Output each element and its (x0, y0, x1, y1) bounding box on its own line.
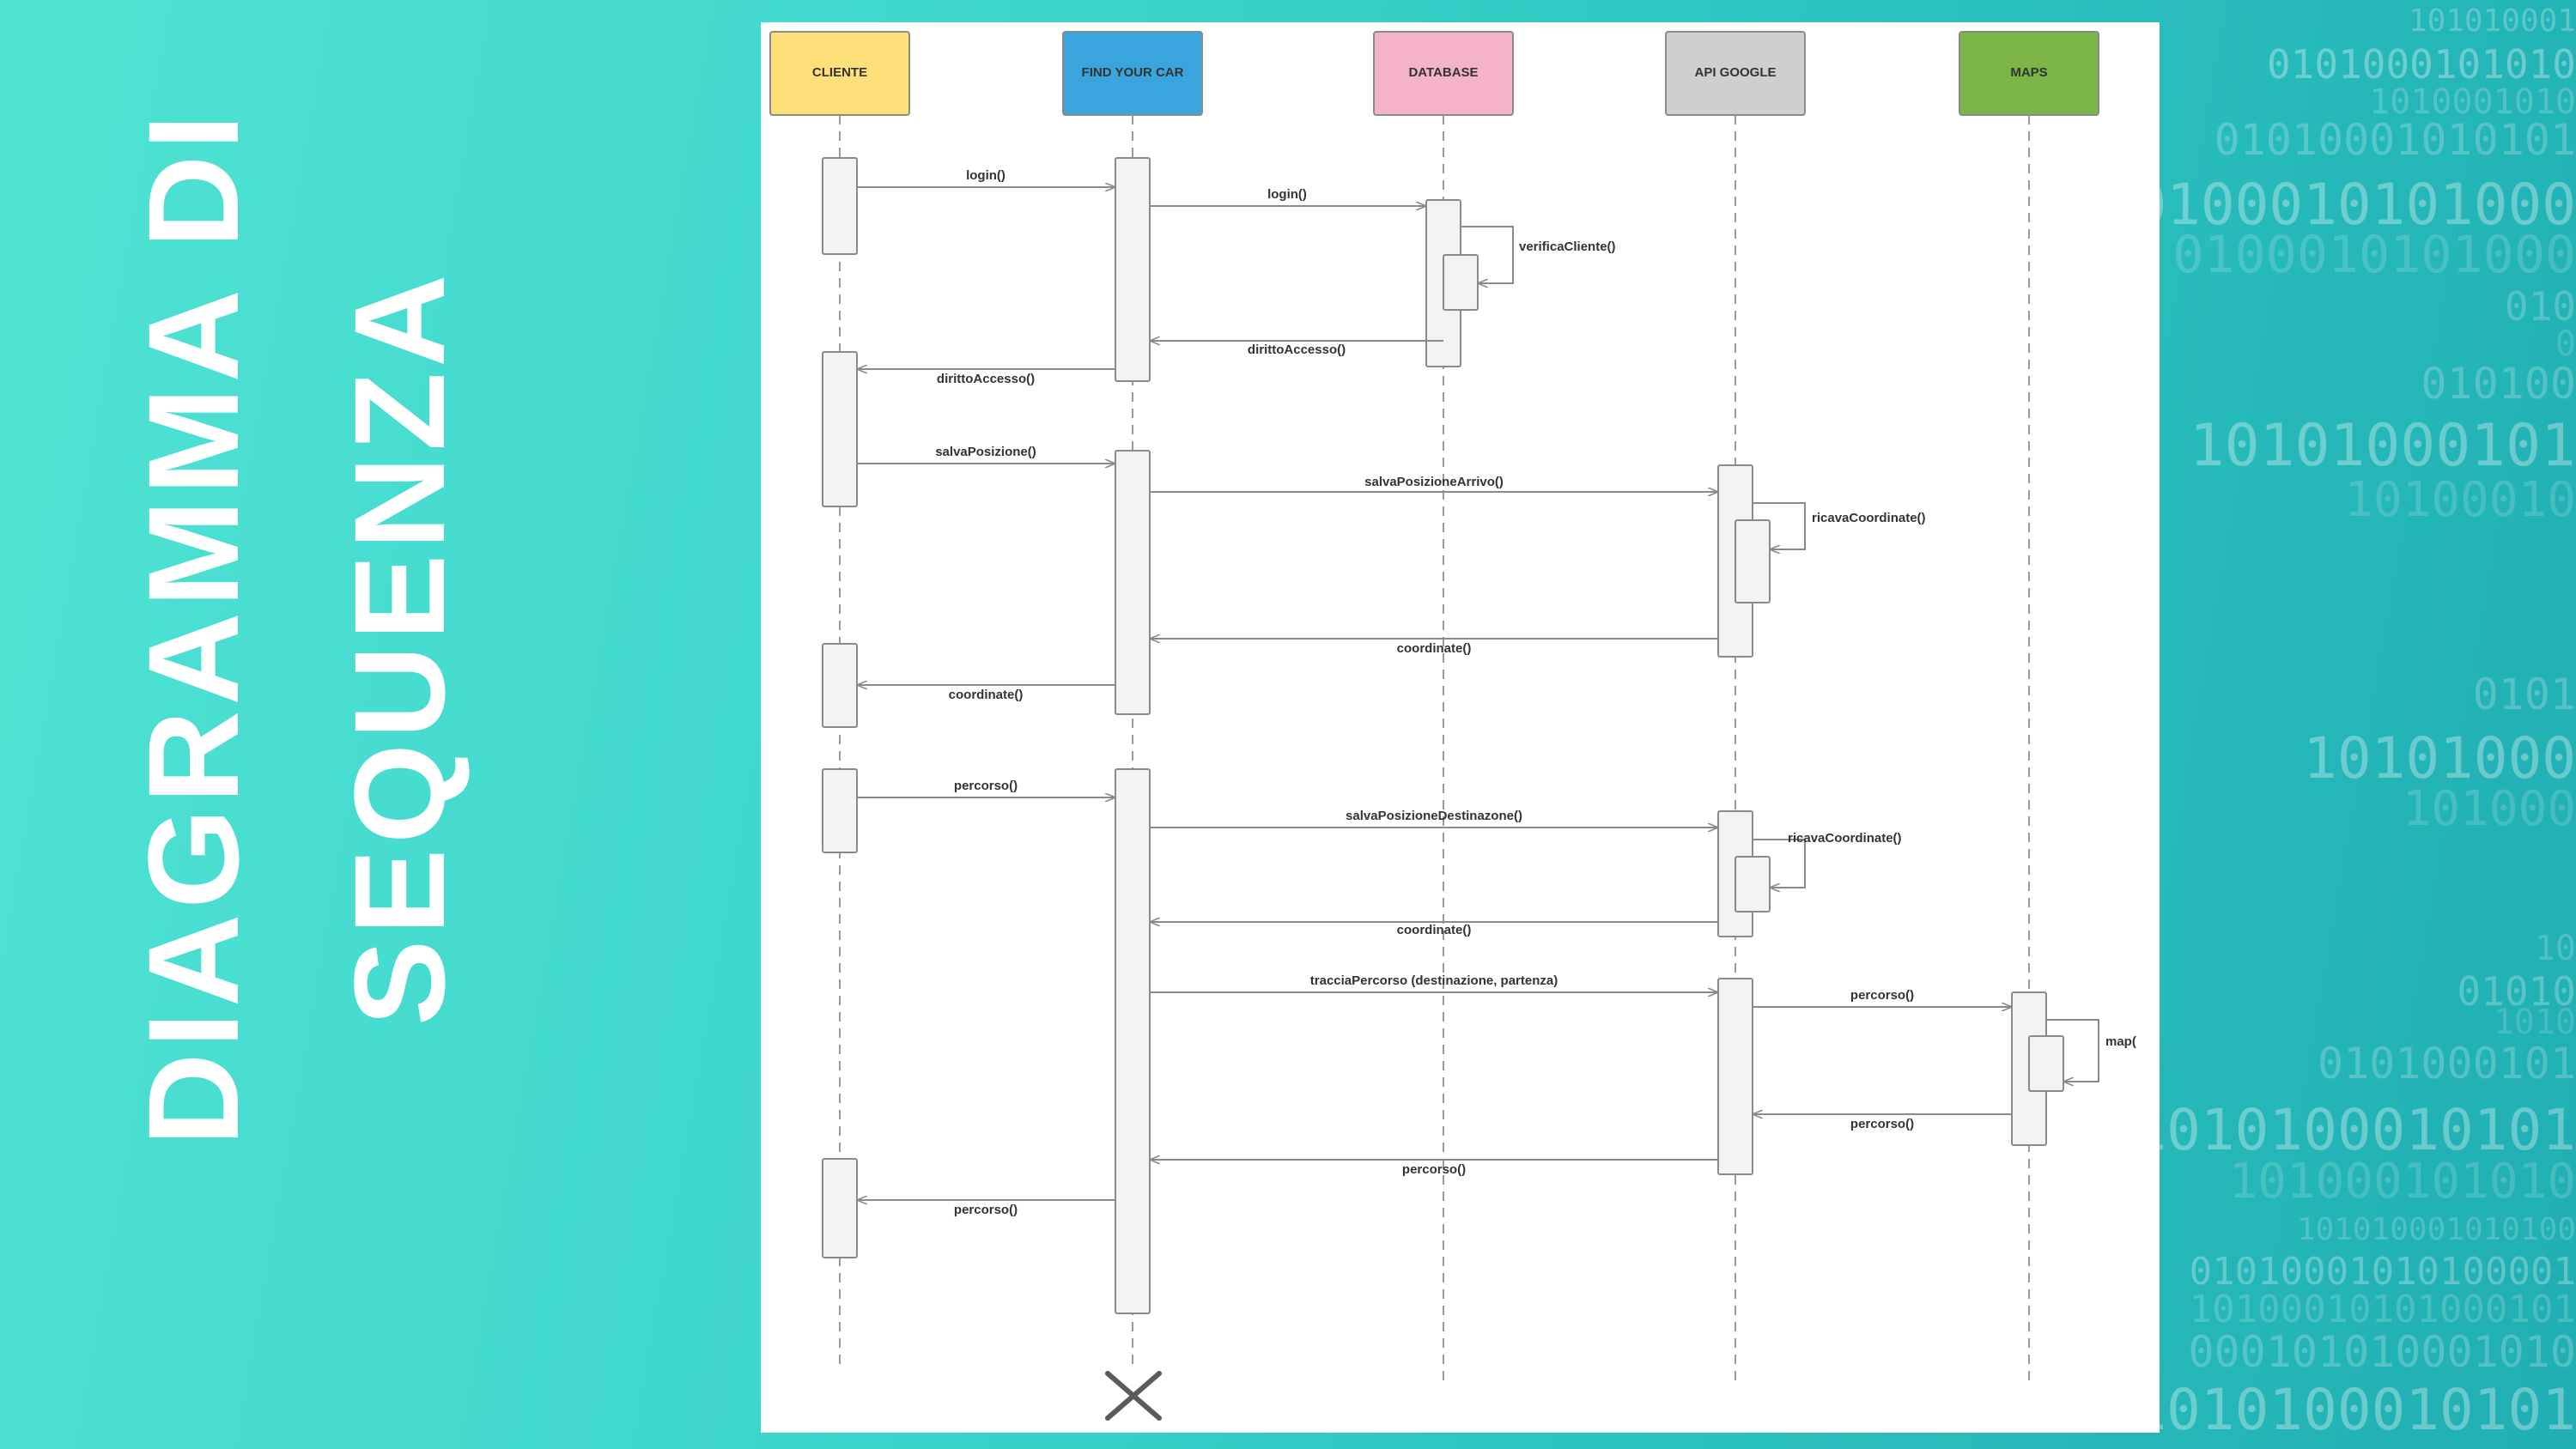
binary-text: 10101000 (2303, 725, 2576, 791)
participant-maps: MAPS (1959, 31, 2099, 116)
message-label: ricavaCoordinate() (1788, 831, 1902, 846)
message-label: coordinate() (1397, 923, 1472, 937)
binary-text: 101010001 (2408, 3, 2576, 39)
message-label: salvaPosizione() (935, 445, 1036, 459)
binary-text: 01010001010100001 (2189, 1250, 2576, 1294)
message-label: map( (2105, 1034, 2136, 1049)
binary-text: 101000101010 (2228, 1154, 2576, 1210)
message-label: login() (966, 168, 1005, 183)
message-label: percorso() (954, 1203, 1018, 1217)
title-line-1: DIAGRAMMA DI (121, 109, 265, 1146)
self-message-arrow (2046, 1019, 2099, 1082)
activation-bar (1115, 157, 1151, 382)
message-label: salvaPosizioneDestinazone() (1346, 809, 1522, 823)
message-label: percorso() (1850, 1117, 1914, 1131)
binary-text: 0 (2555, 324, 2576, 364)
message-label: coordinate() (949, 688, 1024, 702)
participant-label: MAPS (2010, 65, 2047, 80)
message-label: percorso() (1850, 988, 1914, 1003)
activation-bar (1115, 450, 1151, 715)
sequence-diagram-panel: CLIENTE FIND YOUR CAR DATABASE API GOOGL… (761, 22, 2160, 1433)
binary-text: 010100 (2421, 359, 2576, 409)
binary-text: 10 (2534, 929, 2576, 968)
participant-label: FIND YOUR CAR (1082, 65, 1184, 80)
title-line-2: SEQUENZA (327, 269, 471, 1026)
participant-database: DATABASE (1373, 31, 1514, 116)
binary-text: 01010001010101 (2214, 115, 2576, 165)
binary-text: 000101010001010 (2188, 1327, 2576, 1377)
message-label: salvaPosizioneArrivo() (1364, 475, 1504, 489)
binary-text: 0101000101010 (2266, 41, 2576, 88)
binary-text: 10100010 (2344, 472, 2576, 528)
binary-text: 1010 (2493, 1003, 2576, 1042)
message-label: dirittoAccesso() (937, 372, 1035, 386)
activation-bar (822, 768, 858, 853)
binary-text: 0101 (2472, 670, 2576, 719)
binary-text: 01010 (2457, 968, 2576, 1015)
binary-text: 1010001010 (2369, 82, 2576, 122)
binary-text: 10101000101 (2189, 412, 2576, 480)
participant-api-google: API GOOGLE (1665, 31, 1806, 116)
activation-bar (822, 1158, 858, 1258)
message-label: login() (1267, 187, 1307, 202)
nested-activation-bar (2028, 1035, 2064, 1092)
message-label: dirittoAccesso() (1248, 343, 1346, 357)
nested-activation-bar (1735, 856, 1771, 912)
self-message-arrow (1753, 839, 1806, 888)
participant-cliente: CLIENTE (769, 31, 910, 116)
sequence-diagram: CLIENTE FIND YOUR CAR DATABASE API GOOGL… (769, 31, 2136, 1421)
destroy-icon (1105, 1371, 1162, 1421)
participant-label: CLIENTE (812, 65, 867, 80)
message-label: tracciaPercorso (destinazione, partenza) (1310, 973, 1558, 988)
activation-bar (1717, 978, 1753, 1175)
self-message-arrow (1753, 502, 1806, 549)
slide-title: DIAGRAMMA DI SEQUENZA (0, 0, 601, 1449)
message-label: coordinate() (1397, 641, 1472, 656)
binary-text: 0101000101 (2317, 1039, 2576, 1088)
message-label: verificaCliente() (1519, 239, 1616, 254)
binary-text: 101000 (2402, 781, 2576, 837)
participant-label: DATABASE (1408, 65, 1478, 80)
participant-find-your-car: FIND YOUR CAR (1062, 31, 1203, 116)
binary-text: 1010100010101 (2132, 1097, 2576, 1163)
activation-bar (822, 351, 858, 507)
nested-activation-bar (1735, 519, 1771, 603)
binary-text: 1010100010101 (2132, 1377, 2576, 1443)
message-label: ricavaCoordinate() (1812, 511, 1926, 525)
binary-text: 10100010101000101 (2189, 1288, 2576, 1331)
binary-text: 101010001010100 (2296, 1212, 2576, 1247)
binary-text: 0100010101000 (2172, 225, 2576, 285)
nested-activation-bar (1443, 254, 1479, 311)
activation-bar (1115, 768, 1151, 1314)
message-label: percorso() (954, 779, 1018, 793)
activation-bar (822, 643, 858, 728)
binary-text: 0100010101000 (2132, 172, 2576, 238)
self-message-arrow (1461, 226, 1514, 283)
message-label: percorso() (1402, 1162, 1466, 1177)
binary-text: 010 (2504, 283, 2576, 330)
activation-bar (822, 157, 858, 255)
participant-label: API GOOGLE (1694, 65, 1776, 80)
